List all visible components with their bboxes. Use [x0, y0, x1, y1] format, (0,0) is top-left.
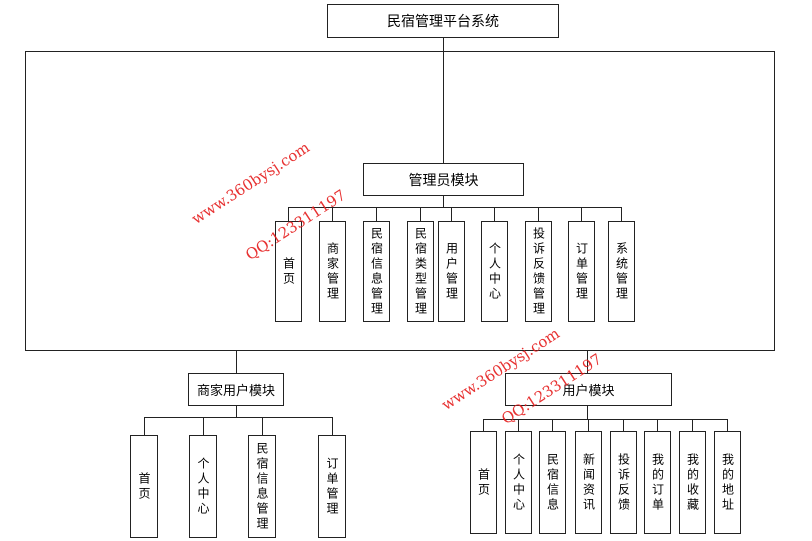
user-module-node: 用户模块 — [505, 373, 672, 406]
root-label: 民宿管理平台系统 — [387, 14, 499, 30]
connector — [587, 351, 588, 373]
merchant-module-node: 商家用户模块 — [188, 373, 284, 406]
connector — [692, 419, 693, 431]
admin-child-node: 投诉反馈管理 — [525, 221, 552, 322]
connector — [144, 417, 145, 435]
merchant-child-label: 首页 — [137, 471, 151, 502]
admin-child-node: 个人中心 — [481, 221, 508, 322]
connector — [288, 207, 289, 221]
admin-child-node: 民宿类型管理 — [407, 221, 434, 322]
user-child-node: 新闻资讯 — [575, 431, 602, 534]
root-node: 民宿管理平台系统 — [327, 4, 559, 38]
admin-child-label: 系统管理 — [614, 241, 629, 302]
admin-child-label: 首页 — [281, 256, 296, 287]
connector — [332, 207, 333, 221]
merchant-child-label: 个人中心 — [196, 456, 210, 517]
connector — [262, 417, 263, 435]
admin-module-label: 管理员模块 — [408, 172, 479, 189]
user-child-node: 投诉反馈 — [610, 431, 637, 534]
connector — [621, 207, 622, 221]
admin-child-label: 用户管理 — [444, 241, 459, 302]
user-child-node: 个人中心 — [505, 431, 532, 534]
user-child-label: 新闻资讯 — [581, 452, 596, 513]
connector — [332, 417, 333, 435]
connector — [552, 419, 553, 431]
user-child-node: 民宿信息 — [539, 431, 566, 534]
admin-child-node: 用户管理 — [438, 221, 465, 322]
user-child-node: 我的地址 — [714, 431, 741, 534]
connector — [236, 351, 237, 373]
user-child-label: 我的订单 — [650, 452, 665, 513]
admin-child-node: 首页 — [275, 221, 302, 322]
user-module-label: 用户模块 — [562, 384, 615, 399]
connector — [494, 207, 495, 221]
connector — [451, 207, 452, 221]
merchant-child-node: 首页 — [130, 435, 158, 538]
merchant-child-node: 民宿信息管理 — [248, 435, 276, 538]
user-child-node: 首页 — [470, 431, 497, 534]
admin-child-label: 民宿信息管理 — [369, 226, 384, 317]
admin-child-node: 民宿信息管理 — [363, 221, 390, 322]
user-child-node: 我的收藏 — [679, 431, 706, 534]
connector — [483, 419, 484, 431]
admin-child-label: 民宿类型管理 — [413, 226, 428, 317]
admin-child-node: 订单管理 — [568, 221, 595, 322]
admin-child-label: 投诉反馈管理 — [531, 226, 546, 317]
user-child-label: 个人中心 — [511, 452, 526, 513]
connector — [581, 207, 582, 221]
merchant-child-node: 订单管理 — [318, 435, 346, 538]
merchant-child-label: 民宿信息管理 — [255, 441, 269, 532]
connector — [376, 207, 377, 221]
admin-child-node: 系统管理 — [608, 221, 635, 322]
user-child-label: 我的收藏 — [685, 452, 700, 513]
connector — [538, 207, 539, 221]
connector — [144, 417, 333, 418]
connector — [518, 419, 519, 431]
merchant-module-label: 商家用户模块 — [196, 384, 275, 399]
admin-child-label: 个人中心 — [487, 241, 502, 302]
connector — [588, 419, 589, 431]
admin-child-label: 订单管理 — [574, 241, 589, 302]
admin-child-node: 商家管理 — [319, 221, 346, 322]
connector — [483, 419, 728, 420]
connector — [443, 38, 444, 163]
admin-section-frame — [25, 51, 775, 351]
connector — [443, 196, 444, 207]
user-child-node: 我的订单 — [644, 431, 671, 534]
merchant-child-node: 个人中心 — [189, 435, 217, 538]
user-child-label: 我的地址 — [720, 452, 735, 513]
connector — [623, 419, 624, 431]
user-child-label: 民宿信息 — [545, 452, 560, 513]
user-child-label: 投诉反馈 — [616, 452, 631, 513]
admin-module-node: 管理员模块 — [363, 163, 524, 196]
connector — [236, 406, 237, 417]
merchant-child-label: 订单管理 — [325, 456, 339, 517]
connector — [727, 419, 728, 431]
connector — [420, 207, 421, 221]
user-child-label: 首页 — [476, 467, 491, 498]
connector — [288, 207, 622, 208]
connector — [587, 406, 588, 419]
connector — [657, 419, 658, 431]
admin-child-label: 商家管理 — [325, 241, 340, 302]
connector — [203, 417, 204, 435]
